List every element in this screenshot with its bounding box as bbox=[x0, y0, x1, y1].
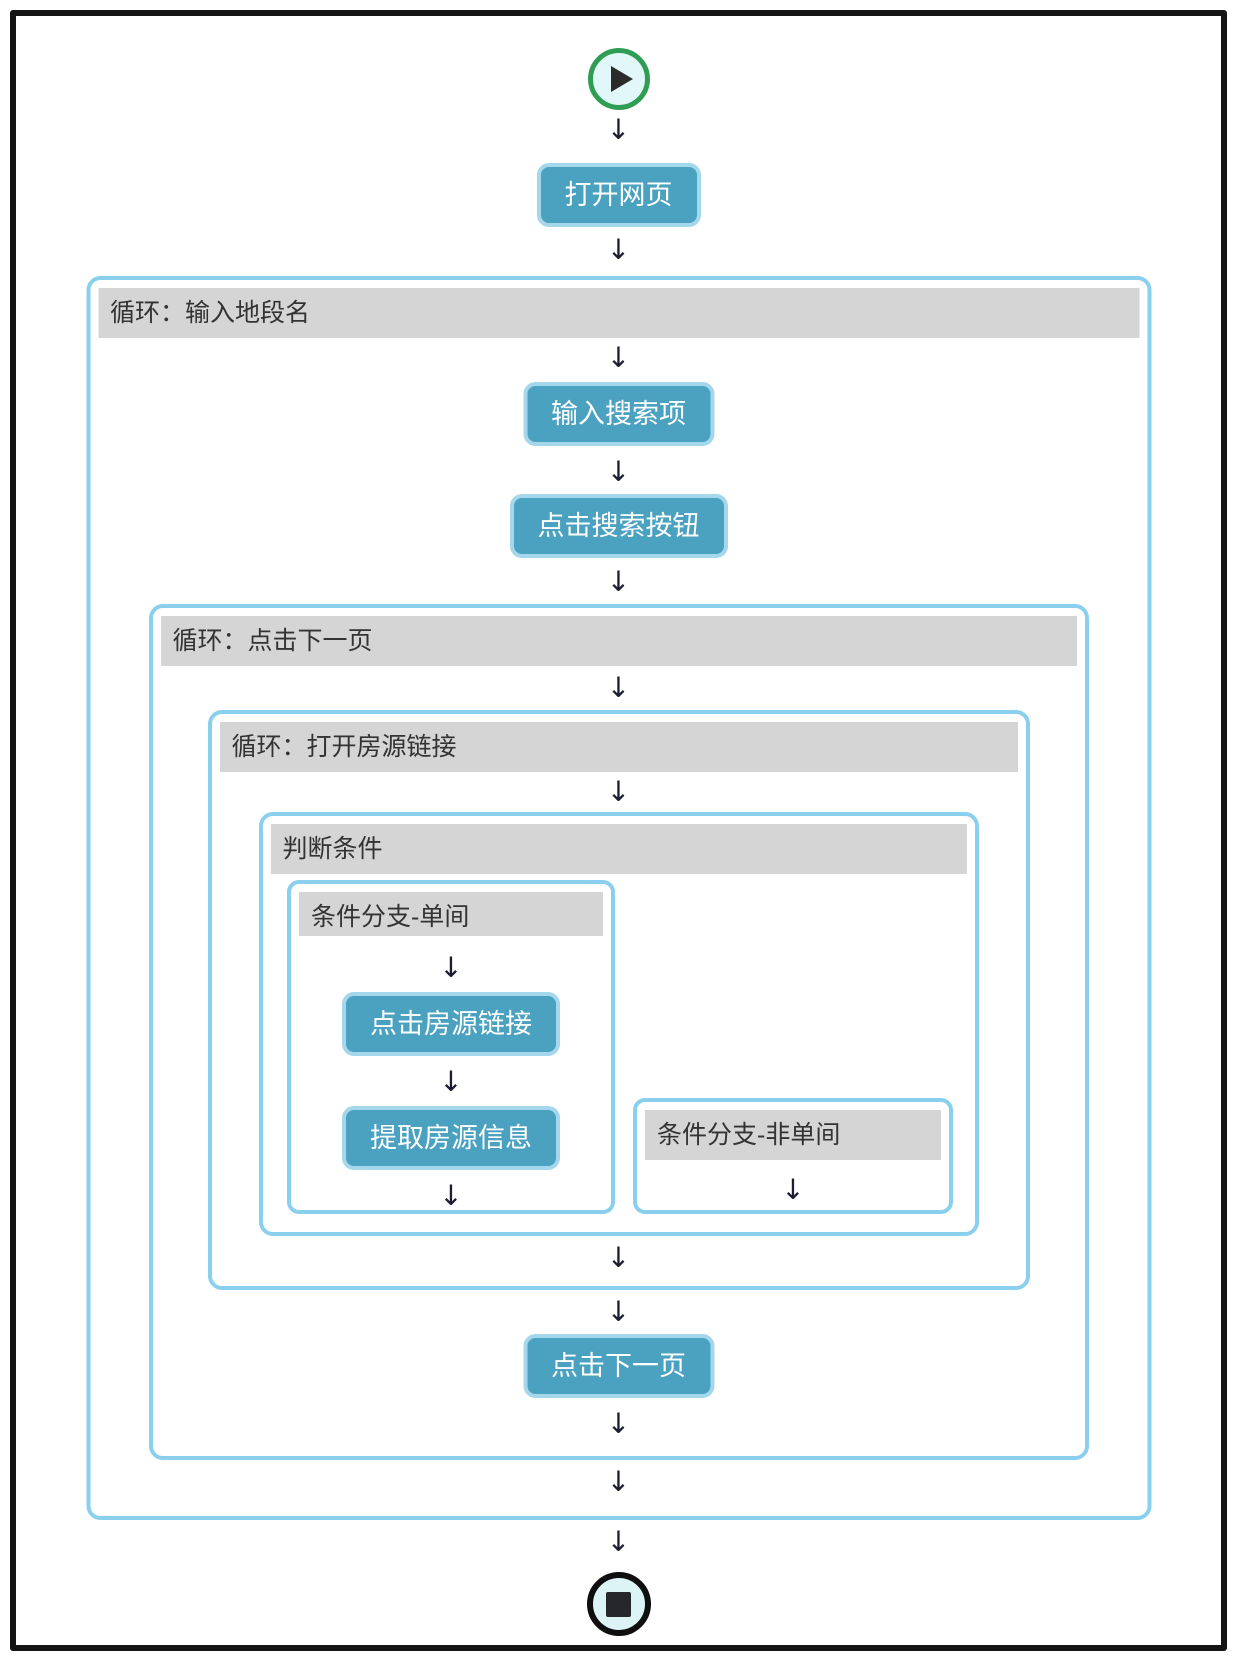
click-listing-link-button[interactable]: 点击房源链接 bbox=[342, 992, 560, 1056]
start-node[interactable] bbox=[587, 48, 650, 110]
loop-open-listing-header[interactable]: 循环：打开房源链接 bbox=[219, 722, 1018, 772]
loop-next-page-header[interactable]: 循环：点击下一页 bbox=[160, 616, 1077, 666]
down-arrow-icon: ↓ bbox=[439, 1179, 463, 1212]
loop-input-area-header[interactable]: 循环：输入地段名 bbox=[98, 288, 1139, 338]
branch-single-room[interactable]: 条件分支-单间 ↓ 点击房源链接 ↓ 提取房源信息 ↓ bbox=[287, 880, 615, 1214]
branch-not-single-room-header[interactable]: 条件分支-非单间 bbox=[645, 1110, 941, 1160]
down-arrow-icon: ↓ bbox=[606, 1241, 631, 1274]
play-icon bbox=[610, 66, 633, 92]
branch-single-room-header[interactable]: 条件分支-单间 bbox=[299, 892, 603, 936]
down-arrow-icon: ↓ bbox=[606, 671, 631, 704]
extract-listing-info-button[interactable]: 提取房源信息 bbox=[342, 1106, 560, 1170]
down-arrow-icon: ↓ bbox=[606, 113, 631, 146]
down-arrow-icon: ↓ bbox=[606, 1407, 631, 1440]
down-arrow-icon: ↓ bbox=[606, 565, 631, 598]
stop-icon bbox=[606, 1591, 631, 1617]
input-search-term-button[interactable]: 输入搜索项 bbox=[523, 382, 714, 446]
flow-canvas: 循环：输入地段名 循环：点击下一页 循环：打开房源链接 判断条件 条件分支-单间… bbox=[10, 10, 1227, 1651]
down-arrow-icon: ↓ bbox=[439, 951, 463, 984]
down-arrow-icon: ↓ bbox=[606, 775, 631, 808]
down-arrow-icon: ↓ bbox=[606, 1465, 631, 1498]
down-arrow-icon: ↓ bbox=[606, 341, 631, 374]
down-arrow-icon: ↓ bbox=[606, 1525, 631, 1558]
down-arrow-icon: ↓ bbox=[606, 233, 631, 266]
stop-node[interactable] bbox=[586, 1572, 651, 1636]
open-webpage-button[interactable]: 打开网页 bbox=[536, 163, 701, 227]
click-search-button[interactable]: 点击搜索按钮 bbox=[509, 494, 728, 558]
down-arrow-icon: ↓ bbox=[606, 1295, 631, 1328]
down-arrow-icon: ↓ bbox=[439, 1065, 463, 1098]
branch-not-single-room[interactable]: 条件分支-非单间 ↓ bbox=[633, 1098, 953, 1214]
click-next-page-button[interactable]: 点击下一页 bbox=[523, 1334, 714, 1398]
down-arrow-icon: ↓ bbox=[781, 1173, 805, 1206]
condition-block-header[interactable]: 判断条件 bbox=[270, 824, 967, 874]
down-arrow-icon: ↓ bbox=[606, 455, 631, 488]
